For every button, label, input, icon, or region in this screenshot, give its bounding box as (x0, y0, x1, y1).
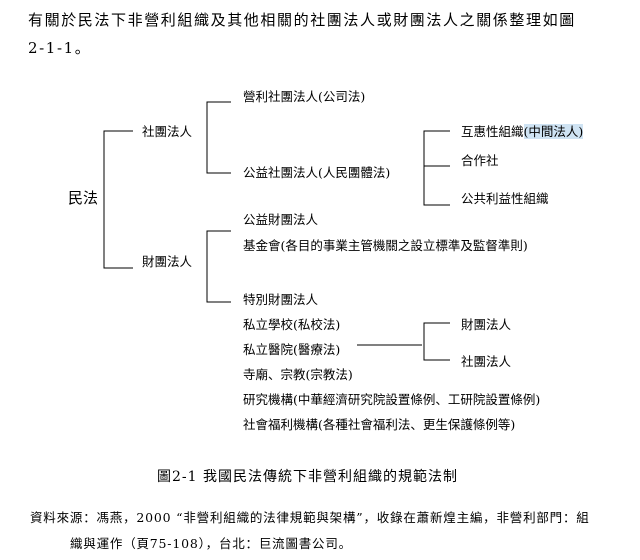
root-civil-law: 民法 (68, 189, 99, 207)
intro-paragraph: 有關於民法下非營利組織及其他相關的社團法人或財團法人之關係整理如圖 2-1-1。 (28, 6, 628, 62)
private-hospital: 私立醫院(醫療法) (243, 342, 341, 357)
assoc-bracket (206, 101, 231, 174)
root-bracket (103, 130, 133, 269)
public-assoc: 公益社團法人(人民團體法) (243, 165, 391, 180)
source-line-1: 資料來源：馮燕，2000 “非營利組織的法律規範與架構”，收錄在蕭新煌主編，非營… (30, 510, 590, 525)
fund-foundation: 基金會(各目的事業主管機關之設立標準及監督準則) (243, 238, 528, 253)
private-school: 私立學校(私校法) (243, 317, 341, 332)
public-assoc-bracket (423, 130, 450, 206)
public-foundation: 公益財團法人 (243, 212, 319, 227)
temple-religion: 寺廟、宗教(宗教法) (243, 367, 353, 382)
intro-line-2: 2-1-1。 (28, 39, 92, 57)
assoc-label: 社團法人 (142, 124, 193, 139)
mutual-org: 互惠性組織(中間法人) (461, 124, 584, 140)
welfare-institute: 社會福利機構(各種社會福利法、更生保護條例等) (243, 417, 516, 432)
public-benefit-org: 公共利益性組織 (461, 191, 549, 206)
profit-assoc: 營利社團法人(公司法) (243, 89, 366, 104)
sub-association: 社團法人 (461, 354, 512, 369)
hospital-sub-bracket (423, 322, 450, 361)
sub-foundation: 財團法人 (461, 317, 512, 332)
found-label: 財團法人 (142, 254, 193, 269)
intro-line-1: 有關於民法下非營利組織及其他相關的社團法人或財團法人之關係整理如圖 (28, 11, 576, 29)
figure-caption: 圖2-1 我國民法傳統下非營利組織的規範法制 (157, 469, 458, 485)
mutual-org-highlight: (中間法人) (523, 124, 584, 139)
cooperative: 合作社 (461, 153, 499, 168)
found-bracket (206, 230, 231, 303)
mutual-org-label: 互惠性組織 (461, 124, 524, 139)
special-foundation: 特別財團法人 (243, 292, 319, 307)
research-institute: 研究機構(中華經濟研究院設置條例、工研院設置條例) (243, 392, 541, 407)
source-line-2: 織與運作（頁75-108），台北：巨流圖書公司。 (70, 536, 352, 551)
